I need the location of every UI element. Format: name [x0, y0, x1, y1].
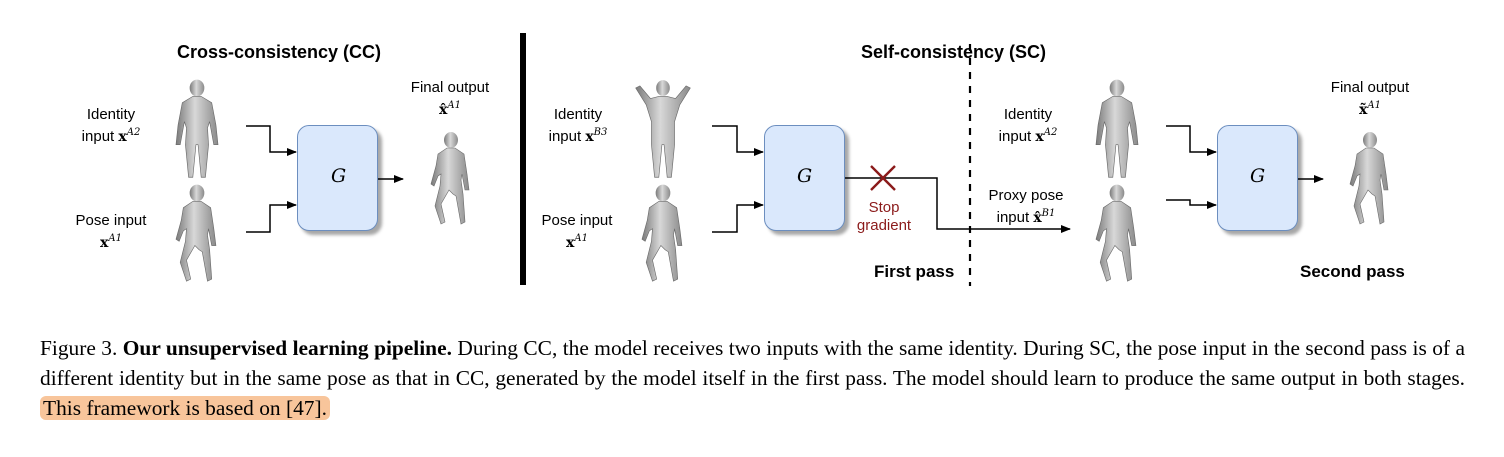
cc-output-sym: x̂	[439, 102, 448, 118]
sc-proxy-label: Proxy pose input x̂B1	[978, 187, 1074, 227]
section-divider	[520, 33, 526, 285]
sc-proxy-text: Proxy pose	[988, 187, 1064, 204]
sc-pose-symbol: xA1	[534, 230, 620, 252]
sc-proxy-input-line: input x̂B1	[978, 205, 1074, 227]
sc-pose-text: Pose input	[541, 212, 613, 229]
cc-pose-figure	[175, 184, 217, 282]
figure-caption: Figure 3. Our unsupervised learning pipe…	[40, 333, 1465, 423]
sc-identity-input-word: input	[548, 128, 582, 145]
cc-pose-text: Pose input	[75, 212, 147, 229]
sc-output-figure	[1349, 131, 1389, 225]
cc-output-label: Final output x̂A1	[400, 79, 500, 119]
cc-identity-arrow	[246, 125, 297, 156]
cc-pose-symbol: xA1	[68, 230, 154, 252]
sc-proxy-symbol: x̂B1	[1033, 208, 1056, 226]
sc-identity-input-line: input xB3	[532, 124, 624, 146]
cc-identity-sym: x	[118, 129, 127, 145]
cc-pose-sym: x	[100, 235, 109, 251]
sc-title: Self-consistency (SC)	[861, 42, 1047, 62]
sc-output-label: Final output x̃A1	[1320, 79, 1420, 119]
stop-gradient-icon	[870, 165, 896, 191]
sc-identity2-input-line: input xA2	[982, 124, 1074, 146]
cc-identity-symbol: xA2	[118, 127, 141, 145]
sc-pose-label: Pose input xA1	[534, 212, 620, 252]
sc-proxy-sup: B1	[1041, 208, 1056, 219]
sc-output-text: Final output	[1330, 79, 1410, 96]
sc-identity2-sup: A2	[1043, 127, 1058, 138]
cc-identity-input-word: input	[81, 128, 115, 145]
sc-identity-label: Identity input xB3	[532, 106, 624, 146]
sc-identity2-text: Identity	[1003, 106, 1053, 123]
cc-generator-box	[297, 125, 378, 231]
sc-pose-sym: x	[566, 235, 575, 251]
sc-pose-figure	[641, 184, 683, 282]
sc-proxy-input-word: input	[996, 209, 1030, 226]
sc-identity-sym: x	[585, 129, 594, 145]
stop-gradient-line2: gradient	[856, 217, 912, 234]
sc-identity2-label: Identity input xA2	[982, 106, 1074, 146]
sc-pose-sup: A1	[574, 233, 588, 244]
cc-identity-figure	[175, 79, 219, 178]
sc-identity-symbol: xB3	[585, 127, 608, 145]
sc-identity-arrow	[712, 125, 764, 156]
sc-output-symbol: x̃A1	[1320, 97, 1420, 119]
second-pass-label: Second pass	[1300, 262, 1405, 281]
sc-identity2-figure	[1095, 79, 1139, 178]
cc-output-figure	[430, 131, 470, 225]
sc-output-sup: A1	[1367, 100, 1381, 111]
sc-output-sym: x̃	[1359, 102, 1368, 118]
sc-generator-box	[764, 125, 845, 231]
caption-highlight: This framework is based on [47].	[40, 396, 330, 420]
sc-proxy-arrow	[845, 177, 1071, 233]
cc-generator-label: G	[331, 165, 347, 187]
caption-figure-number: Figure 3.	[40, 336, 118, 360]
caption-body: During CC, the model receives two inputs…	[40, 336, 1465, 390]
cc-identity-sup: A2	[126, 127, 141, 138]
sc-identity2-arrow	[1166, 125, 1217, 156]
cc-pose-arrow	[246, 201, 297, 233]
first-pass-label: First pass	[874, 262, 955, 281]
cc-output-symbol: x̂A1	[400, 97, 500, 119]
sc-generator2-label: G	[1250, 165, 1266, 187]
sc-proxy-sym: x̂	[1033, 210, 1042, 226]
cc-identity-label: Identity input xA2	[66, 106, 156, 146]
sc-generator-label: G	[797, 165, 813, 187]
cc-title: Cross-consistency (CC)	[177, 42, 382, 62]
sc-pose-arrow	[712, 201, 764, 233]
stop-gradient-label: Stop gradient	[846, 199, 922, 235]
sc-identity2-sym: x	[1035, 129, 1044, 145]
sc-proxy-figure	[1095, 184, 1137, 282]
cc-pose-sup: A1	[108, 233, 122, 244]
sc-proxy2-arrow	[1166, 199, 1217, 209]
sc-identity-figure	[635, 79, 691, 178]
cc-identity-input-line: input xA2	[66, 124, 156, 146]
cc-output-sup: A1	[447, 100, 461, 111]
sc-identity-text: Identity	[553, 106, 603, 123]
sc-generator2-box	[1217, 125, 1298, 231]
caption-title: Our unsupervised learning pipeline.	[122, 336, 452, 360]
pipeline-diagram	[175, 33, 1389, 286]
cc-output-text: Final output	[410, 79, 490, 96]
cc-identity-text: Identity	[86, 106, 136, 123]
cc-pose-label: Pose input xA1	[68, 212, 154, 252]
sc-identity2-input-word: input	[998, 128, 1032, 145]
sc-identity2-symbol: xA2	[1035, 127, 1058, 145]
stop-gradient-line1: Stop	[868, 199, 900, 216]
sc-identity-sup: B3	[593, 127, 608, 138]
